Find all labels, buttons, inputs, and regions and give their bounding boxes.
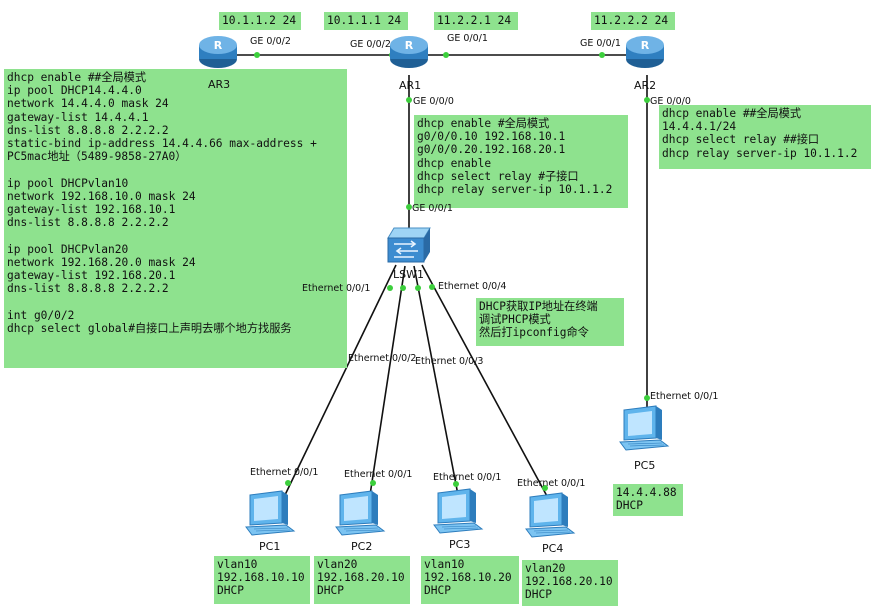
- ip-label-ar1: 10.1.1.1 24: [324, 12, 408, 30]
- port-dot: [254, 52, 260, 58]
- device-name-ar1: AR1: [399, 79, 422, 92]
- link-lsw1-pc1[interactable]: [284, 264, 397, 496]
- device-name-lsw1: LSW1: [393, 268, 424, 281]
- iface-label: GE 0/0/1: [447, 33, 488, 44]
- pc-icon[interactable]: [430, 487, 486, 537]
- port-dot: [542, 485, 548, 491]
- port-dot: [387, 285, 393, 291]
- ar2-config-note: dhcp enable ##全局模式 14.4.4.1/24 dhcp sele…: [659, 105, 871, 169]
- ip-label-ar1-2: 11.2.2.1 24: [434, 12, 518, 30]
- ar1-config-note: dhcp enable #全局模式 g0/0/0.10 192.168.10.1…: [414, 115, 628, 208]
- device-name-pc5: PC5: [634, 459, 656, 472]
- iface-label: GE 0/0/0: [413, 96, 454, 107]
- iface-label: GE 0/0/1: [412, 203, 453, 214]
- svg-text:R: R: [641, 39, 650, 52]
- device-name-pc2: PC2: [351, 540, 373, 553]
- port-dot: [644, 395, 650, 401]
- iface-label: Ethernet 0/0/1: [433, 472, 502, 483]
- iface-label: GE 0/0/2: [350, 39, 391, 50]
- pc-icon[interactable]: [242, 489, 298, 539]
- iface-label: Ethernet 0/0/2: [348, 353, 417, 364]
- device-name-ar3: AR3: [208, 78, 231, 91]
- iface-label: Ethernet 0/0/1: [344, 469, 413, 480]
- device-name-pc3: PC3: [449, 538, 471, 551]
- device-name-ar2: AR2: [634, 79, 657, 92]
- pc1-info-note: vlan10 192.168.10.10 DHCP: [214, 556, 310, 604]
- port-dot: [443, 52, 449, 58]
- port-dot: [406, 204, 412, 210]
- pc-icon[interactable]: [522, 491, 578, 541]
- port-dot: [285, 480, 291, 486]
- iface-label: Ethernet 0/0/1: [650, 391, 719, 402]
- router-icon[interactable]: R: [623, 29, 667, 73]
- router-icon[interactable]: R: [196, 29, 240, 73]
- iface-label: GE 0/0/1: [580, 38, 621, 49]
- pc5-info-note: 14.4.4.88 DHCP: [613, 484, 683, 516]
- port-dot: [429, 284, 435, 290]
- ar3-config-note: dhcp enable ##全局模式 ip pool DHCP14.4.4.0 …: [4, 69, 347, 368]
- link-lsw1-pc3[interactable]: [413, 265, 459, 496]
- iface-label: GE 0/0/0: [650, 96, 691, 107]
- switch-icon[interactable]: [386, 224, 432, 266]
- port-dot: [370, 480, 376, 486]
- svg-text:R: R: [214, 39, 223, 52]
- iface-label: Ethernet 0/0/4: [438, 281, 507, 292]
- port-dot: [453, 481, 459, 487]
- pc2-info-note: vlan20 192.168.20.10 DHCP: [314, 556, 410, 604]
- port-dot: [400, 285, 406, 291]
- port-dot: [644, 97, 650, 103]
- ip-label-ar2: 11.2.2.2 24: [591, 12, 675, 30]
- port-dot: [406, 97, 412, 103]
- pc4-info-note: vlan20 192.168.20.10 DHCP: [522, 560, 618, 606]
- ip-label-ar3: 10.1.1.2 24: [219, 12, 301, 30]
- svg-text:R: R: [405, 39, 414, 52]
- router-icon[interactable]: R: [387, 29, 431, 73]
- device-name-pc1: PC1: [259, 540, 281, 553]
- device-name-pc4: PC4: [542, 542, 564, 555]
- iface-label: GE 0/0/2: [250, 36, 291, 47]
- iface-label: Ethernet 0/0/3: [415, 356, 484, 367]
- iface-label: Ethernet 0/0/1: [250, 467, 319, 478]
- dhcp-tip-note: DHCP获取IP地址在终端 调试PHCP模式 然后打ipconfig命令: [476, 298, 624, 346]
- iface-label: Ethernet 0/0/1: [517, 478, 586, 489]
- pc-icon[interactable]: [616, 404, 672, 454]
- port-dot: [415, 285, 421, 291]
- port-dot: [599, 52, 605, 58]
- link-lsw1-pc2[interactable]: [369, 265, 406, 496]
- pc-icon[interactable]: [332, 489, 388, 539]
- pc3-info-note: vlan10 192.168.10.20 DHCP: [421, 556, 519, 604]
- iface-label: Ethernet 0/0/1: [302, 283, 371, 294]
- link-lsw1-pc4[interactable]: [421, 264, 549, 499]
